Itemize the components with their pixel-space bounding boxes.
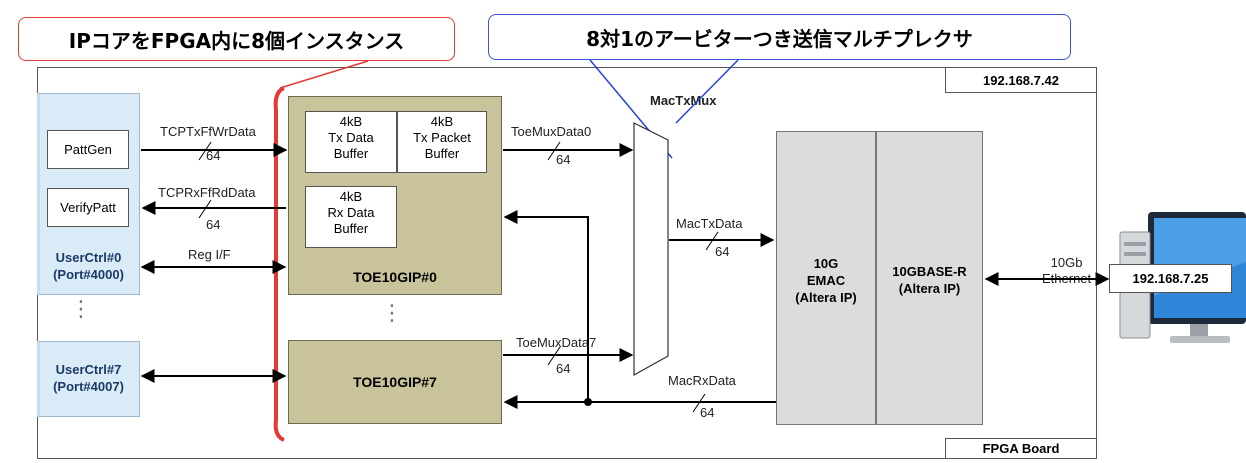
tcp-tx-width: 64	[206, 148, 221, 163]
user-ctrl-7-block	[37, 341, 140, 417]
tcp-rx-width: 64	[206, 217, 221, 232]
tx-packet-buffer: 4kB Tx Packet Buffer	[397, 111, 487, 173]
user-ctrl-0-title: UserCtrl#0 (Port#4000)	[37, 249, 140, 283]
pc-ip-label: 192.168.7.25	[1109, 264, 1232, 293]
user-ctrl-0-title-line1: UserCtrl#0	[55, 250, 122, 265]
callout-arbiter-mux: 8対1のアービターつき送信マルチプレクサ	[488, 14, 1071, 60]
emac-block	[776, 131, 876, 425]
user-ctrl-0-title-line2: (Port#4000)	[53, 267, 124, 282]
reg-if-label: Reg I/F	[188, 247, 231, 262]
emac-label-line3: (Altera IP)	[795, 290, 857, 305]
rx-data-buffer: 4kB Rx Data Buffer	[305, 186, 397, 248]
toe-ellipsis: ⋮	[381, 300, 403, 325]
toe-mux0-width: 64	[556, 152, 571, 167]
baser-label: 10GBASE-R (Altera IP)	[876, 263, 983, 297]
ethernet-label-line1: 10Gb	[1050, 255, 1083, 270]
toe-mux7-width: 64	[556, 361, 571, 376]
toe-mux0-label: ToeMuxData0	[511, 124, 592, 139]
mac-tx-label: MacTxData	[676, 216, 743, 231]
rx-data-buffer-suffix: Buffer	[333, 221, 369, 236]
emac-label-line2: EMAC	[806, 273, 846, 288]
tcp-tx-label: TCPTxFfWrData	[160, 124, 256, 139]
tx-packet-buffer-suffix: Buffer	[424, 146, 460, 161]
tx-data-buffer-size: 4kB	[339, 114, 363, 129]
toe10gip-0-title: TOE10GIP#0	[353, 269, 437, 285]
user-ctrl-7-title-line1: UserCtrl#7	[55, 362, 122, 377]
toe10gip-7-title: TOE10GIP#7	[353, 374, 437, 390]
rx-data-buffer-size: 4kB	[339, 189, 363, 204]
user-ctrl-7-title-line2: (Port#4007)	[53, 379, 124, 394]
mac-rx-label: MacRxData	[668, 373, 736, 388]
ethernet-label: 10Gb Ethernet	[1042, 255, 1091, 287]
mac-rx-width: 64	[700, 405, 715, 420]
tx-data-buffer-name: Tx Data	[328, 130, 374, 145]
baser-block	[876, 131, 983, 425]
tx-packet-buffer-size: 4kB	[430, 114, 454, 129]
mactxmux-title: MacTxMux	[650, 93, 717, 108]
pattgen-box: PattGen	[47, 130, 129, 169]
user-ctrl-ellipsis: ⋮	[70, 296, 92, 321]
baser-label-line1: 10GBASE-R	[892, 264, 967, 279]
tx-packet-buffer-name: Tx Packet	[413, 130, 471, 145]
ethernet-label-line2: Ethernet	[1042, 271, 1092, 286]
emac-label: 10G EMAC (Altera IP)	[776, 255, 876, 306]
tcp-rx-label: TCPRxFfRdData	[158, 185, 256, 200]
fpga-board-label: FPGA Board	[945, 438, 1097, 459]
user-ctrl-7-title: UserCtrl#7 (Port#4007)	[37, 361, 140, 395]
toe-mux7-label: ToeMuxData7	[516, 335, 597, 350]
tx-data-buffer: 4kB Tx Data Buffer	[305, 111, 397, 173]
baser-label-line2: (Altera IP)	[898, 281, 961, 296]
mac-tx-width: 64	[715, 244, 730, 259]
toe10gip-7-block	[288, 340, 502, 424]
verifypatt-box: VerifyPatt	[47, 188, 129, 227]
emac-label-line1: 10G	[813, 256, 839, 271]
callout-instances: IPコアをFPGA内に8個インスタンス	[18, 17, 455, 61]
fpga-ip-label: 192.168.7.42	[945, 67, 1097, 93]
rx-data-buffer-name: Rx Data	[327, 205, 375, 220]
tx-data-buffer-suffix: Buffer	[333, 146, 369, 161]
